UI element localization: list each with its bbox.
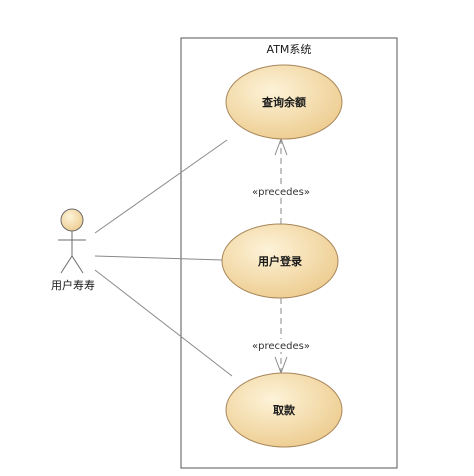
use-case-ellipse-login — [221, 223, 339, 299]
stereotype-label-upper: «precedes» — [252, 187, 310, 198]
stick-figure-icon — [58, 208, 86, 274]
use-case-check-balance[interactable]: 查询余额 — [225, 64, 343, 140]
stereotype-label-lower: «precedes» — [252, 341, 310, 352]
actor[interactable]: 用户寿寿 — [51, 208, 95, 292]
association-line-login[interactable] — [94, 255, 223, 261]
association-line-withdraw[interactable] — [94, 269, 233, 377]
use-case-ellipse-withdraw — [225, 372, 343, 448]
stereotype-background-lower — [248, 339, 314, 352]
use-case-label-check-balance: 查询余额 — [262, 95, 306, 109]
use-case-label-login: 用户登录 — [258, 254, 302, 268]
system-title: ATM系统 — [267, 43, 312, 56]
use-case-login[interactable]: 用户登录 — [221, 223, 339, 299]
use-case-withdraw[interactable]: 取款 — [225, 372, 343, 448]
actor-name: 用户寿寿 — [51, 278, 95, 292]
stereotype-background-upper — [248, 185, 314, 198]
precedes-relation-upper[interactable]: «precedes» — [248, 137, 314, 224]
use-case-ellipse-check-balance — [225, 64, 343, 140]
association-line-check-balance[interactable] — [94, 139, 228, 234]
use-case-label-withdraw: 取款 — [273, 403, 296, 417]
precedes-relation-lower[interactable]: «precedes» — [248, 298, 314, 375]
